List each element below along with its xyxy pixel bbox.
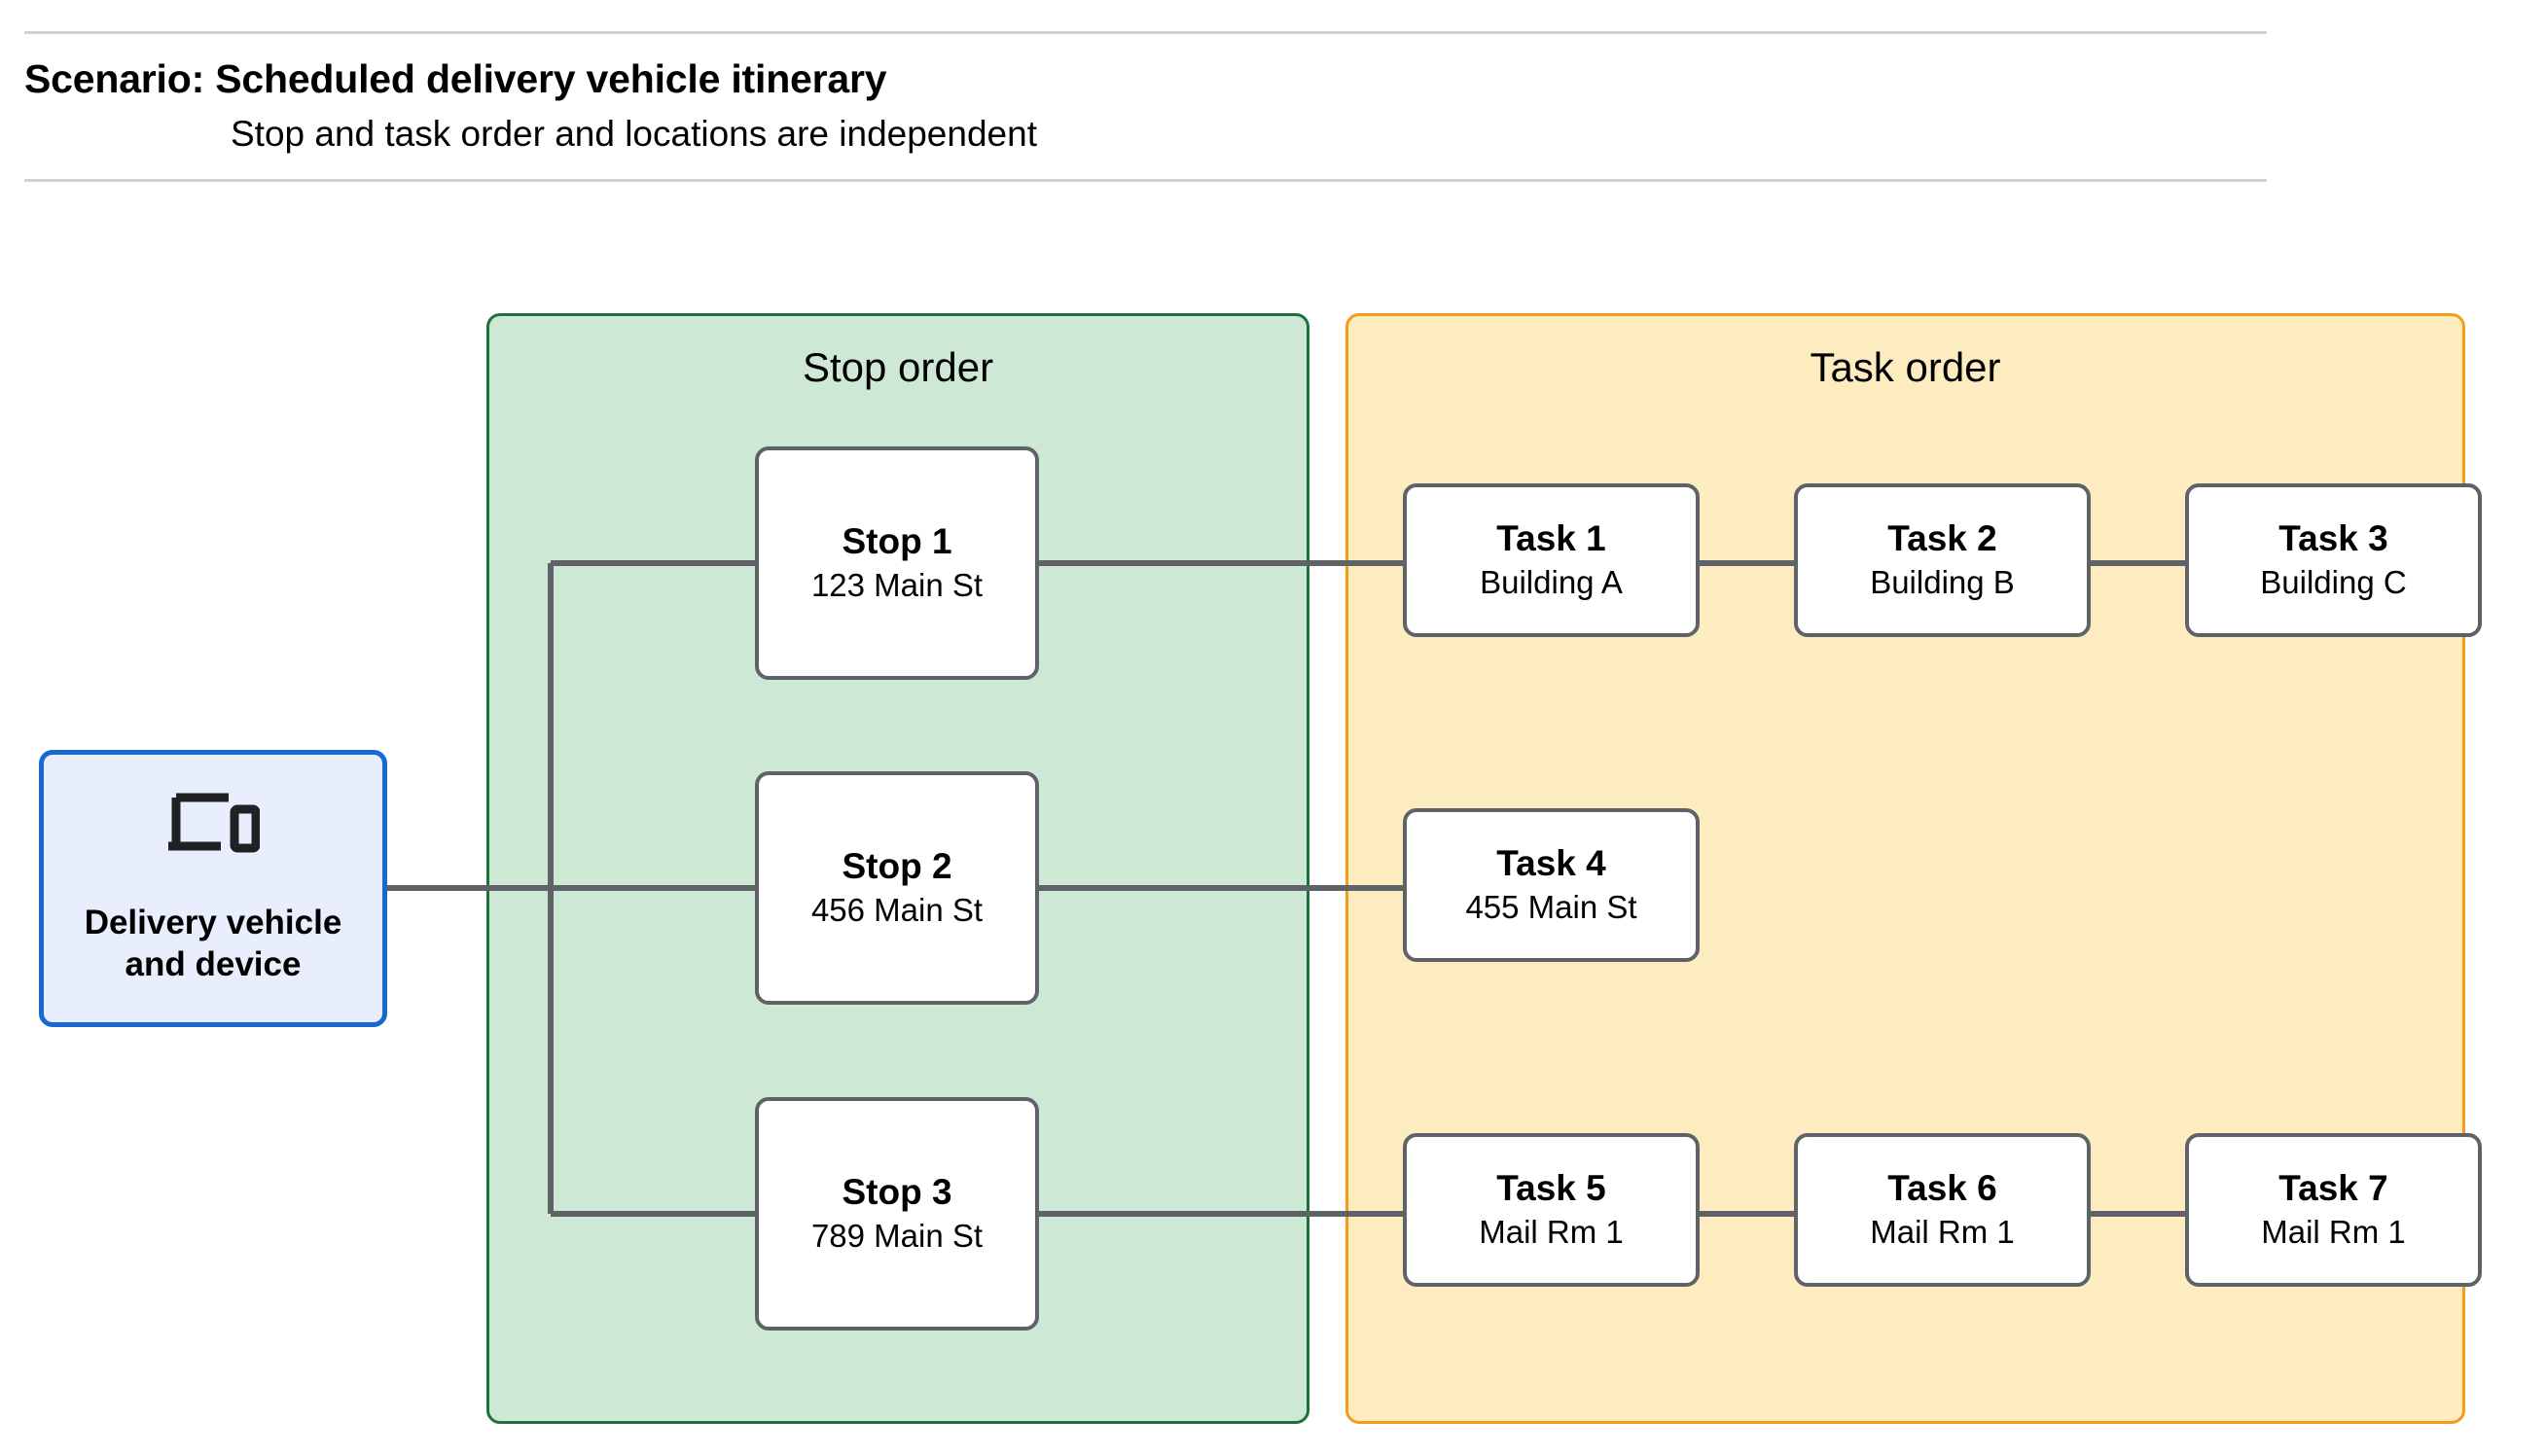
task-node-title: Task 3 bbox=[2278, 518, 2388, 559]
stop-node-2[interactable]: Stop 2 456 Main St bbox=[755, 771, 1039, 1005]
task-node-3[interactable]: Task 3 Building C bbox=[2185, 483, 2482, 637]
task-node-title: Task 1 bbox=[1496, 518, 1606, 559]
task-node-title: Task 4 bbox=[1496, 843, 1606, 884]
task-node-1[interactable]: Task 1 Building A bbox=[1403, 483, 1700, 637]
page-subtitle: Stop and task order and locations are in… bbox=[231, 113, 1037, 154]
stop-node-title: Stop 1 bbox=[842, 521, 952, 562]
task-node-title: Task 6 bbox=[1887, 1168, 1997, 1209]
header-block: Scenario: Scheduled delivery vehicle iti… bbox=[24, 31, 2267, 183]
task-node-5[interactable]: Task 5 Mail Rm 1 bbox=[1403, 1133, 1700, 1287]
header-text: Scenario: Scheduled delivery vehicle iti… bbox=[24, 34, 2267, 179]
task-node-title: Task 5 bbox=[1496, 1168, 1606, 1209]
task-node-title: Task 2 bbox=[1887, 518, 1997, 559]
header-top-divider bbox=[24, 31, 2267, 34]
task-node-4[interactable]: Task 4 455 Main St bbox=[1403, 808, 1700, 962]
stop-node-address: 456 Main St bbox=[810, 892, 984, 929]
task-node-6[interactable]: Task 6 Mail Rm 1 bbox=[1794, 1133, 2091, 1287]
task-node-7[interactable]: Task 7 Mail Rm 1 bbox=[2185, 1133, 2482, 1287]
task-node-location: Building C bbox=[2260, 564, 2407, 601]
task-node-location: Mail Rm 1 bbox=[1479, 1214, 1624, 1251]
delivery-vehicle-label: Delivery vehicle and device bbox=[84, 903, 342, 983]
task-node-location: Building A bbox=[1480, 564, 1623, 601]
task-order-title: Task order bbox=[1810, 344, 2001, 390]
stop-node-title: Stop 2 bbox=[842, 846, 952, 887]
stop-node-address: 123 Main St bbox=[810, 567, 984, 604]
task-node-location: Mail Rm 1 bbox=[1870, 1214, 2015, 1251]
task-node-location: 455 Main St bbox=[1465, 889, 1637, 926]
task-node-location: Mail Rm 1 bbox=[2261, 1214, 2406, 1251]
stop-node-address: 789 Main St bbox=[810, 1218, 984, 1255]
stop-order-title: Stop order bbox=[802, 344, 994, 390]
stop-node-3[interactable]: Stop 3 789 Main St bbox=[755, 1097, 1039, 1331]
delivery-vehicle-node[interactable]: Delivery vehicle and device bbox=[39, 750, 387, 1027]
stop-node-1[interactable]: Stop 1 123 Main St bbox=[755, 446, 1039, 680]
stop-node-title: Stop 3 bbox=[842, 1172, 952, 1213]
task-node-location: Building B bbox=[1870, 564, 2015, 601]
task-node-2[interactable]: Task 2 Building B bbox=[1794, 483, 2091, 637]
header-bottom-divider bbox=[24, 179, 2267, 183]
devices-icon bbox=[168, 793, 260, 853]
page-title: Scenario: Scheduled delivery vehicle iti… bbox=[24, 56, 887, 101]
task-node-title: Task 7 bbox=[2278, 1168, 2388, 1209]
